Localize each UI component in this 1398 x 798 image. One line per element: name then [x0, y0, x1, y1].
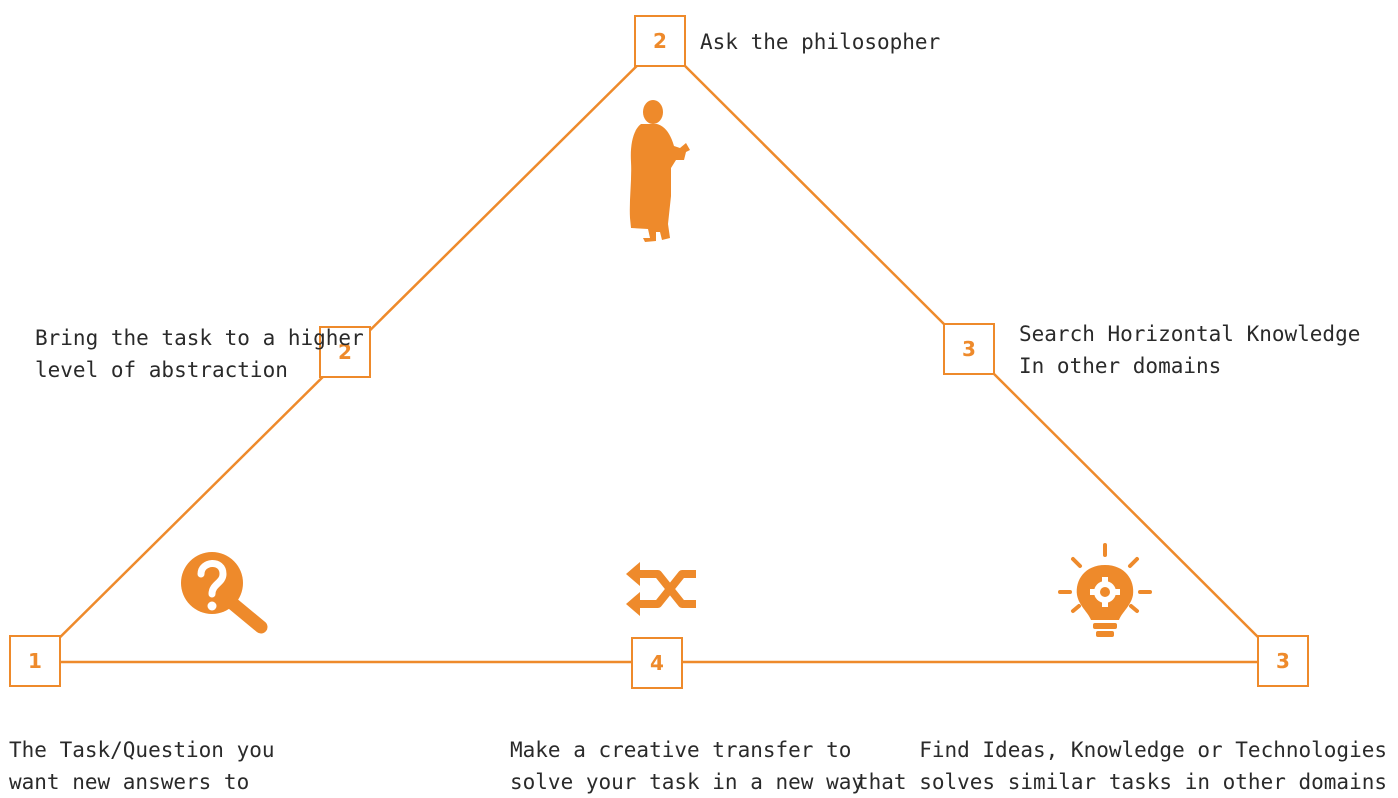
label-line: In other domains: [1019, 354, 1222, 378]
label-line: solve your task in a new way: [510, 770, 865, 794]
lightbulb-gear-icon: [1058, 543, 1152, 637]
label-creative-transfer: Make a creative transfer to solve your t…: [510, 734, 864, 798]
label-line: Search Horizontal Knowledge: [1019, 322, 1361, 346]
label-line: Bring the task to a higher: [35, 326, 364, 350]
label-find-ideas: Find Ideas, Knowledge or Technologies th…: [856, 734, 1387, 798]
label-line: that solves similar tasks in other domai…: [855, 770, 1387, 794]
step-box-bottom-center: 4: [631, 637, 683, 689]
question-magnifier-icon: [181, 552, 268, 634]
label-ask-philosopher: Ask the philosopher: [700, 30, 941, 54]
label-abstraction: Bring the task to a higher level of abst…: [35, 322, 364, 386]
step-box-left-mid: 2: [319, 326, 371, 378]
label-horizontal-knowledge: Search Horizontal Knowledge In other dom…: [1019, 318, 1360, 382]
step-box-right-mid: 3: [943, 323, 995, 375]
step-box-top: 2: [634, 15, 686, 67]
philosopher-silhouette-icon: [629, 100, 690, 242]
step-box-bottom-left: 1: [9, 635, 61, 687]
label-line: level of abstraction: [35, 358, 288, 382]
label-task-question: The Task/Question you want new answers t…: [9, 734, 275, 798]
step-box-bottom-right: 3: [1257, 635, 1309, 687]
shuffle-arrows-icon: [626, 562, 696, 616]
label-line: Find Ideas, Knowledge or Technologies: [919, 738, 1387, 762]
label-line: want new answers to: [9, 770, 250, 794]
label-line: The Task/Question you: [9, 738, 275, 762]
label-line: Make a creative transfer to: [510, 738, 852, 762]
